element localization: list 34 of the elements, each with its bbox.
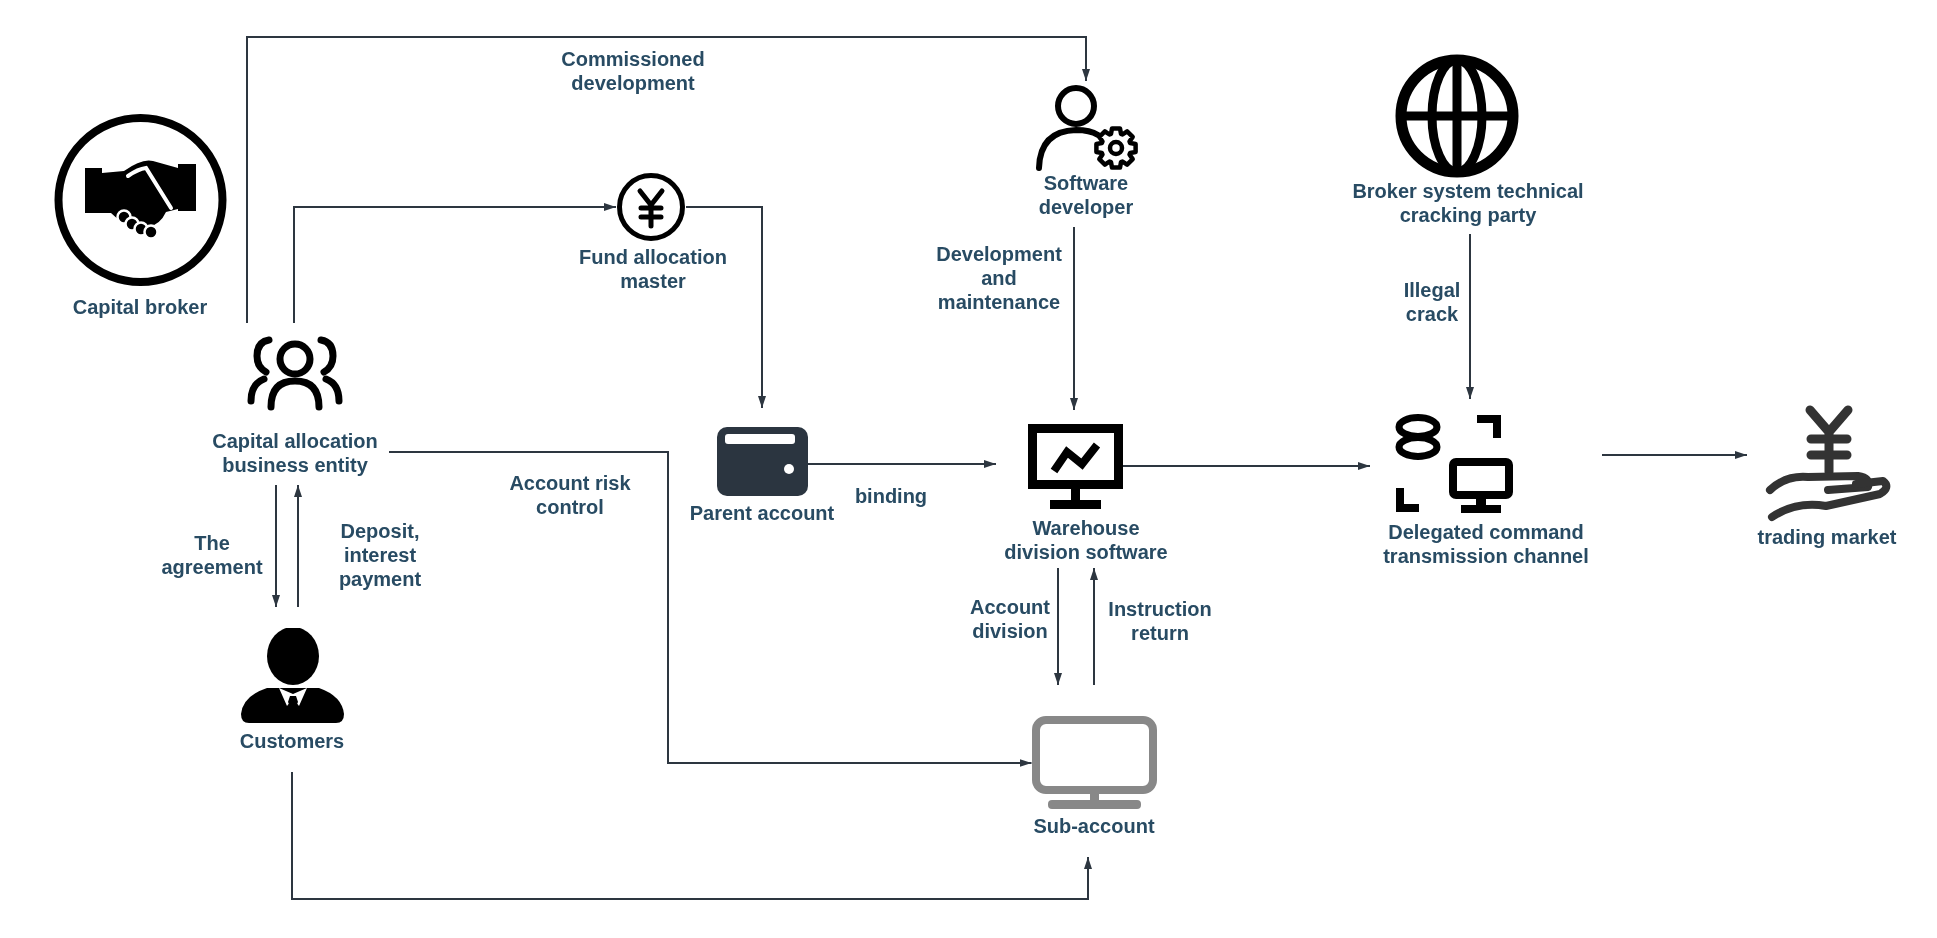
edge-label: Illegal crack [1402,278,1462,326]
edge-label: Commissioned development [560,47,706,95]
node-label: Sub-account [1032,814,1156,838]
node-label: Fund allocation master [578,245,728,293]
node-label: Capital broker [71,295,209,319]
arrow [1090,567,1098,686]
node-label: Parent account [688,501,836,525]
node-label: Customers [238,729,346,753]
arrow [1601,451,1748,459]
arrow [1121,462,1371,470]
edge-label: Deposit, interest payment [337,519,423,591]
arrow [388,451,1033,767]
arrow [294,484,302,608]
arrow [272,484,280,608]
edge-label: Account division [969,595,1051,643]
arrow [685,206,766,409]
node-label: Broker system technical cracking party [1351,179,1585,227]
node-label: Warehouse division software [1003,516,1169,564]
node-label: trading market [1756,525,1898,549]
arrow [246,36,1090,324]
edge-label: binding [853,484,929,508]
edge-label: Development and maintenance [935,242,1063,314]
arrow [1070,226,1078,411]
edge-label: Account risk control [508,471,632,519]
node-label: Software developer [1037,171,1135,219]
arrow [291,771,1092,900]
node-label: Delegated command transmission channel [1382,520,1590,568]
arrow [806,460,997,468]
arrow [1054,567,1062,686]
node-label: Capital allocation business entity [211,429,379,477]
edge-label: The agreement [160,531,264,579]
arrow [1466,233,1474,400]
arrow [293,203,617,324]
edge-label: Instruction return [1107,597,1213,645]
